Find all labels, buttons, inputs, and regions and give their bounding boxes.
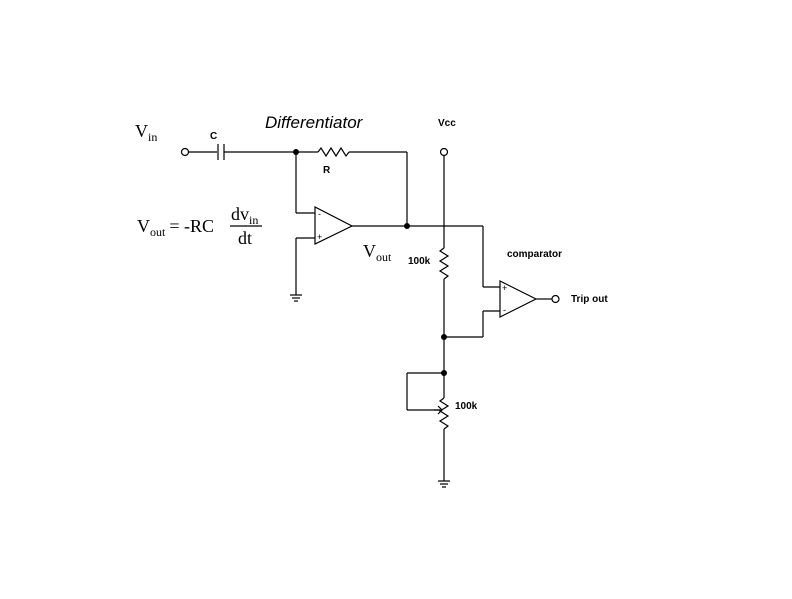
resistor-label: R — [323, 165, 331, 176]
resistor-r — [317, 146, 350, 158]
comparator-plus-pin: + — [502, 283, 507, 293]
vcc-terminal — [439, 147, 449, 157]
vin-terminal — [180, 147, 190, 157]
opamp-plus-pin: + — [317, 232, 322, 242]
formula-denominator: dt — [238, 228, 252, 248]
resistor-100k-label: 100k — [408, 256, 431, 267]
formula-numerator: dvin — [231, 204, 258, 227]
comparator-minus-pin: - — [503, 305, 506, 315]
capacitor-label: C — [210, 131, 217, 142]
differentiator-opamp — [314, 206, 354, 245]
comparator-opamp — [499, 280, 538, 318]
junction-dot — [404, 223, 410, 229]
diagram-title: Differentiator — [265, 113, 364, 132]
comparator-label: comparator — [507, 249, 562, 260]
potentiometer-label: 100k — [455, 401, 478, 412]
pot-arrow-icon — [434, 405, 443, 415]
capacitor-c — [217, 144, 225, 160]
formula-lhs: Vout= -RC — [137, 216, 214, 239]
resistor-100k-fixed — [438, 247, 450, 280]
vout-label: Vout — [363, 241, 392, 264]
ground-symbol — [290, 294, 302, 302]
vin-label: Vin — [135, 121, 157, 144]
opamp-minus-pin: - — [318, 209, 321, 219]
trip-out-label: Trip out — [571, 294, 608, 305]
trip-out-terminal — [551, 294, 560, 304]
ground-symbol — [438, 480, 450, 488]
vcc-label: Vcc — [438, 118, 456, 129]
potentiometer-100k — [438, 397, 450, 430]
